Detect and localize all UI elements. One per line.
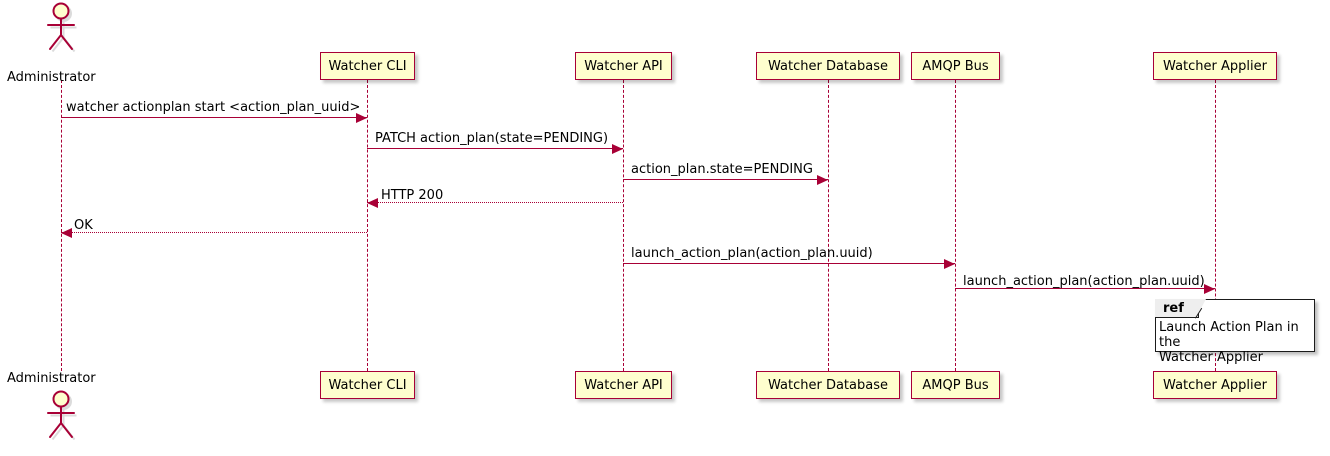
participant-label: Watcher API [584, 377, 663, 393]
participant-box-watcher-api-bottom[interactable]: Watcher API [575, 371, 672, 399]
participant-box-watcher-database-bottom[interactable]: Watcher Database [756, 371, 900, 399]
message-line-m3 [623, 179, 828, 180]
actor-label-administrator-top: Administrator [7, 70, 96, 85]
message-label-m4: HTTP 200 [381, 188, 444, 203]
message-label-m1: watcher actionplan start <action_plan_uu… [66, 100, 361, 115]
participant-label: AMQP Bus [922, 58, 989, 74]
actor-figure-administrator-top[interactable] [41, 2, 81, 56]
message-label-m5: OK [74, 218, 93, 233]
participant-box-amqp-bus-bottom[interactable]: AMQP Bus [911, 371, 1000, 399]
ref-fragment-text-ref1: Launch Action Plan in the Watcher Applie… [1159, 320, 1299, 365]
message-line-m6 [623, 263, 955, 264]
message-line-m5 [61, 232, 367, 233]
lifeline-watcher-api [623, 80, 624, 371]
arrow-head-m4 [367, 198, 378, 208]
ref-fragment-tab-ref1: ref [1155, 299, 1199, 318]
arrow-head-m2 [612, 144, 623, 154]
participant-box-watcher-applier-bottom[interactable]: Watcher Applier [1153, 371, 1277, 399]
arrow-head-m5 [61, 228, 72, 238]
participant-label: Watcher API [584, 58, 663, 74]
participant-box-watcher-applier-top[interactable]: Watcher Applier [1153, 52, 1277, 80]
participant-box-amqp-bus-top[interactable]: AMQP Bus [911, 52, 1000, 80]
lifeline-watcher-applier [1215, 80, 1216, 371]
participant-box-watcher-api-top[interactable]: Watcher API [575, 52, 672, 80]
message-label-m7: launch_action_plan(action_plan.uuid) [963, 274, 1205, 289]
participant-label: Watcher CLI [328, 58, 407, 74]
participant-box-watcher-cli-top[interactable]: Watcher CLI [320, 52, 415, 80]
participant-label: Watcher CLI [328, 377, 407, 393]
participant-label: Watcher Database [768, 377, 888, 393]
participant-label: AMQP Bus [922, 377, 989, 393]
arrow-head-m3 [817, 175, 828, 185]
arrow-head-m1 [356, 113, 367, 123]
participant-box-watcher-cli-bottom[interactable]: Watcher CLI [320, 371, 415, 399]
lifeline-watcher-database [828, 80, 829, 371]
message-line-m2 [367, 148, 623, 149]
participant-label: Watcher Database [768, 58, 888, 74]
lifeline-administrator [61, 80, 62, 371]
participant-label: Watcher Applier [1163, 58, 1267, 74]
participant-label: Watcher Applier [1163, 377, 1267, 393]
message-line-m1 [61, 117, 367, 118]
message-label-m3: action_plan.state=PENDING [631, 162, 813, 177]
lifeline-amqp-bus [955, 80, 956, 371]
arrow-head-m7 [1204, 284, 1215, 294]
actor-figure-administrator-bottom[interactable] [41, 390, 81, 444]
message-label-m6: launch_action_plan(action_plan.uuid) [631, 246, 873, 261]
message-line-m7 [955, 288, 1215, 289]
participant-box-watcher-database-top[interactable]: Watcher Database [756, 52, 900, 80]
actor-label-administrator-bottom: Administrator [7, 371, 96, 386]
arrow-head-m6 [944, 259, 955, 269]
ref-fragment-tab-notch-ref1 [1196, 299, 1206, 318]
message-line-m4 [367, 202, 623, 203]
lifeline-watcher-cli [367, 80, 368, 371]
message-label-m2: PATCH action_plan(state=PENDING) [375, 131, 609, 146]
